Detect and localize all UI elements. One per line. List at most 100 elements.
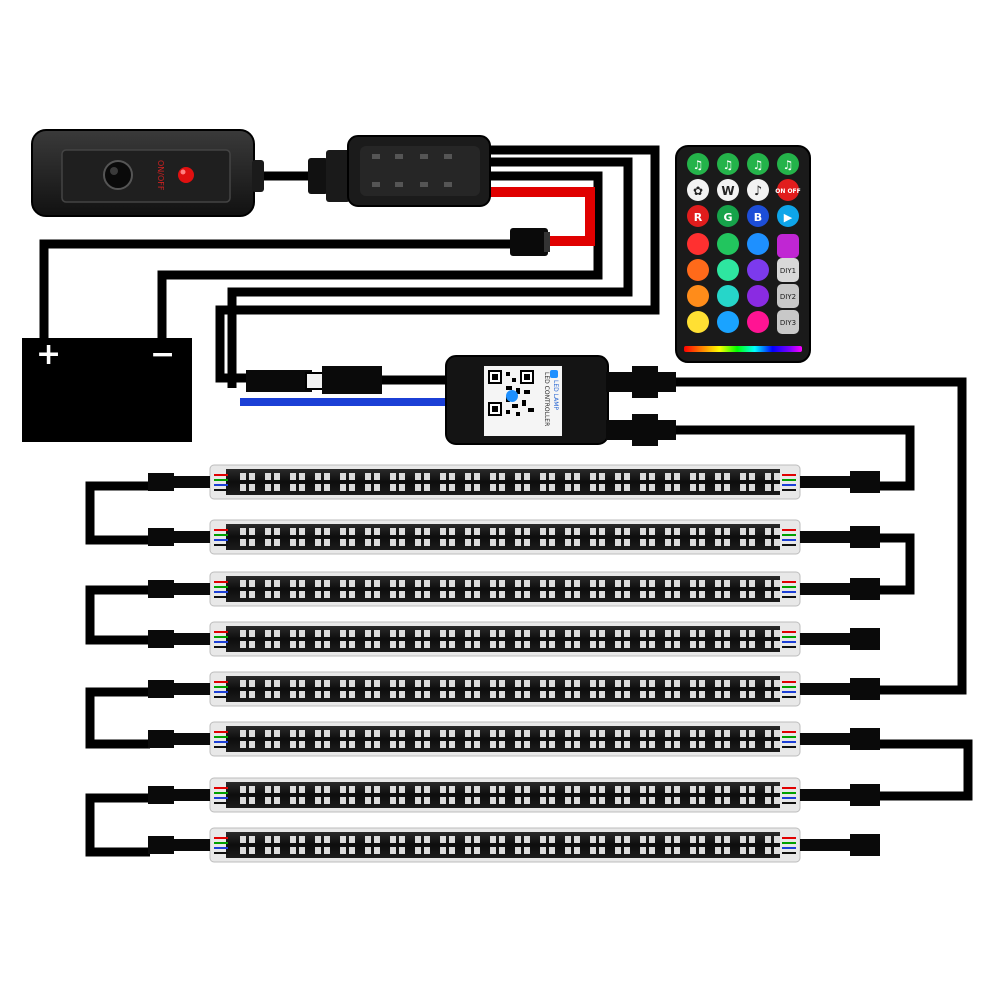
remote-music-3-button[interactable]: [747, 153, 769, 175]
led-chip: [424, 539, 430, 546]
remote-color-button[interactable]: [717, 311, 739, 333]
led-chip: [440, 580, 446, 587]
remote-white-button[interactable]: [717, 179, 739, 201]
led-chip: [490, 691, 496, 698]
led-chip: [624, 741, 630, 748]
power-plug: [308, 135, 491, 207]
led-chip: [440, 786, 446, 793]
led-chip: [674, 591, 680, 598]
remote-color-button[interactable]: [717, 233, 739, 255]
led-chip: [490, 836, 496, 843]
remote-sound-button[interactable]: [687, 179, 709, 201]
led-chip: [499, 539, 505, 546]
remote-red-label: R: [694, 211, 703, 224]
led-chip: [540, 847, 546, 854]
led-chip: [499, 786, 505, 793]
led-chip: [424, 630, 430, 637]
led-chip: [549, 539, 555, 546]
remote-color-button[interactable]: [747, 285, 769, 307]
led-chip: [640, 641, 646, 648]
led-chip: [349, 836, 355, 843]
led-chip: [574, 797, 580, 804]
led-chip: [690, 630, 696, 637]
led-chip: [299, 539, 305, 546]
remote-color-button[interactable]: [717, 285, 739, 307]
strip-connector-left: [148, 836, 210, 854]
strip-connectors: [148, 471, 880, 856]
led-chip: [474, 797, 480, 804]
remote-music-4-button[interactable]: [777, 153, 799, 175]
led-chip: [665, 691, 671, 698]
led-chip: [624, 797, 630, 804]
led-chip: [315, 797, 321, 804]
led-chip: [615, 847, 621, 854]
remote-red-button[interactable]: [687, 205, 709, 227]
led-chip: [390, 786, 396, 793]
led-chip: [774, 847, 780, 854]
led-chip: [415, 680, 421, 687]
led-chip: [490, 473, 496, 480]
led-chip: [374, 680, 380, 687]
remote-music-1-button[interactable]: [687, 153, 709, 175]
led-chip: [324, 797, 330, 804]
led-chip: [624, 836, 630, 843]
remote-color-button[interactable]: [717, 259, 739, 281]
led-chip: [615, 797, 621, 804]
remote-color-button[interactable]: [687, 233, 709, 255]
led-chip: [715, 528, 721, 535]
led-chip: [740, 730, 746, 737]
remote-rgb-row: R G B ▶: [687, 205, 799, 227]
led-chip: [699, 836, 705, 843]
remote-blue-button[interactable]: [747, 205, 769, 227]
led-chip: [324, 641, 330, 648]
led-chip: [249, 847, 255, 854]
led-chip: [390, 528, 396, 535]
power-toggle-button[interactable]: [103, 160, 133, 190]
led-chip: [299, 680, 305, 687]
led-chip: [515, 539, 521, 546]
remote-diy3-button[interactable]: [777, 310, 799, 334]
remote-color-button[interactable]: [687, 285, 709, 307]
led-chip: [699, 484, 705, 491]
led-chip: [490, 797, 496, 804]
led-chip: [415, 641, 421, 648]
led-chip: [374, 539, 380, 546]
remote-play-button[interactable]: [777, 205, 799, 227]
remote-diy2-button[interactable]: [777, 284, 799, 308]
remote-color-button[interactable]: [747, 259, 769, 281]
led-chip: [240, 539, 246, 546]
remote-color-button[interactable]: [687, 311, 709, 333]
strip-connector-left: [148, 473, 210, 491]
remote-music-2-button[interactable]: [717, 153, 739, 175]
remote-color-button[interactable]: [747, 233, 769, 255]
remote-green-button[interactable]: [717, 205, 739, 227]
led-chip: [515, 691, 521, 698]
led-chip: [490, 630, 496, 637]
remote-note-button[interactable]: [747, 179, 769, 201]
led-chip: [515, 473, 521, 480]
led-chip: [274, 528, 280, 535]
led-chip: [574, 580, 580, 587]
led-chip: [424, 484, 430, 491]
remote-sound-label: ✿: [693, 184, 703, 198]
led-chip: [699, 591, 705, 598]
led-chip: [465, 528, 471, 535]
led-chip: [665, 641, 671, 648]
led-chip: [574, 680, 580, 687]
led-chip: [649, 691, 655, 698]
remote-diy1-button[interactable]: [777, 258, 799, 282]
led-chip: [490, 847, 496, 854]
led-chip: [315, 528, 321, 535]
led-chip: [265, 630, 271, 637]
remote-power-button[interactable]: [777, 179, 799, 201]
remote-music-2-label: ♫: [723, 158, 734, 172]
remote-color-button[interactable]: [747, 311, 769, 333]
led-chip: [699, 641, 705, 648]
led-chip: [715, 680, 721, 687]
led-chip: [599, 730, 605, 737]
led-chip: [440, 836, 446, 843]
led-chip: [415, 630, 421, 637]
led-chip: [440, 591, 446, 598]
led-chip: [265, 786, 271, 793]
remote-color-button[interactable]: [687, 259, 709, 281]
